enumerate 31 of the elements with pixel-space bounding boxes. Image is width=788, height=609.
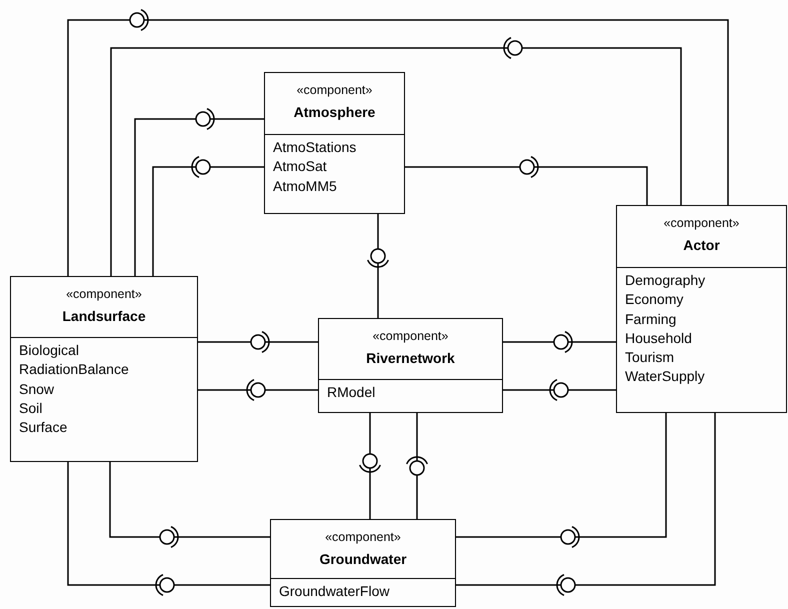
stereotype-label: «component»: [372, 329, 450, 343]
interface-label: Tourism: [625, 348, 676, 368]
interface-label: AtmoSat: [273, 157, 328, 176]
interface-label: AtmoStations: [273, 138, 358, 157]
interface-label: Soil: [19, 398, 44, 418]
interface-label: AtmoMM5: [273, 176, 338, 196]
component-name: Actor: [682, 237, 721, 253]
interface-label: GroundwaterFlow: [279, 582, 390, 601]
component-box: [10, 276, 198, 462]
stereotype-label: «component»: [662, 216, 740, 230]
component-name: Groundwater: [318, 551, 408, 567]
interface-label: Biological: [19, 341, 80, 360]
interface-label: Household: [625, 328, 693, 348]
stereotype-label: «component»: [296, 83, 374, 97]
component-name: Atmosphere: [292, 104, 376, 120]
component-box: [270, 519, 456, 607]
component-name: Landsurface: [61, 308, 147, 324]
interface-label: Farming: [625, 310, 678, 329]
interface-label: Demography: [625, 271, 706, 290]
stereotype-label: «component»: [65, 287, 143, 301]
interface-label: Surface: [19, 418, 68, 438]
interface-label: RModel: [327, 383, 376, 402]
stereotype-label: «component»: [324, 530, 402, 544]
component-name: Rivernetwork: [365, 350, 456, 366]
interface-label: WaterSupply: [625, 367, 706, 386]
component-box: [616, 205, 787, 413]
interface-label: Economy: [625, 290, 684, 310]
interface-label: Snow: [19, 380, 56, 399]
component-box: [264, 72, 405, 214]
interface-label: RadiationBalance: [19, 360, 130, 380]
component-box: [318, 318, 503, 413]
